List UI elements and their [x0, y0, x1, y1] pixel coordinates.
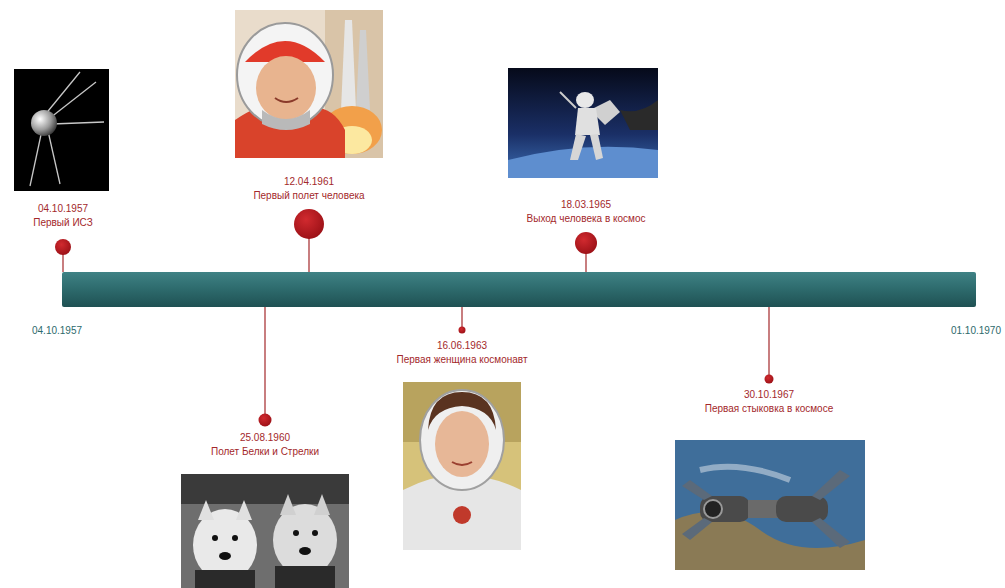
- event-date: 30.10.1967: [744, 389, 794, 401]
- event-date: 12.04.1961: [284, 176, 334, 188]
- event-date: 16.06.1963: [437, 340, 487, 352]
- timeline-bar: [62, 272, 976, 307]
- event-label: Полет Белки и Стрелки: [211, 446, 319, 458]
- event-label: Первый полет человека: [253, 190, 364, 202]
- event-date: 04.10.1957: [38, 203, 88, 215]
- event-label: Выход человека в космос: [527, 213, 646, 225]
- docking-picture: [675, 440, 865, 570]
- axis-date: 01.10.1970: [951, 325, 1001, 337]
- event-date: 25.08.1960: [240, 432, 290, 444]
- event-label: Первая женщина космонавт: [397, 354, 528, 366]
- event-label: Первый ИСЗ: [33, 217, 93, 229]
- gagarin-picture: [235, 10, 383, 158]
- event-date: 18.03.1965: [561, 199, 611, 211]
- axis-date: 04.10.1957: [32, 325, 82, 337]
- spacewalk-photo: [508, 68, 658, 178]
- tereshkova-picture: [403, 382, 521, 550]
- dogs-photo: [181, 474, 349, 588]
- event-label: Первая стыковка в космосе: [705, 403, 833, 415]
- sputnik-photo: [14, 69, 109, 191]
